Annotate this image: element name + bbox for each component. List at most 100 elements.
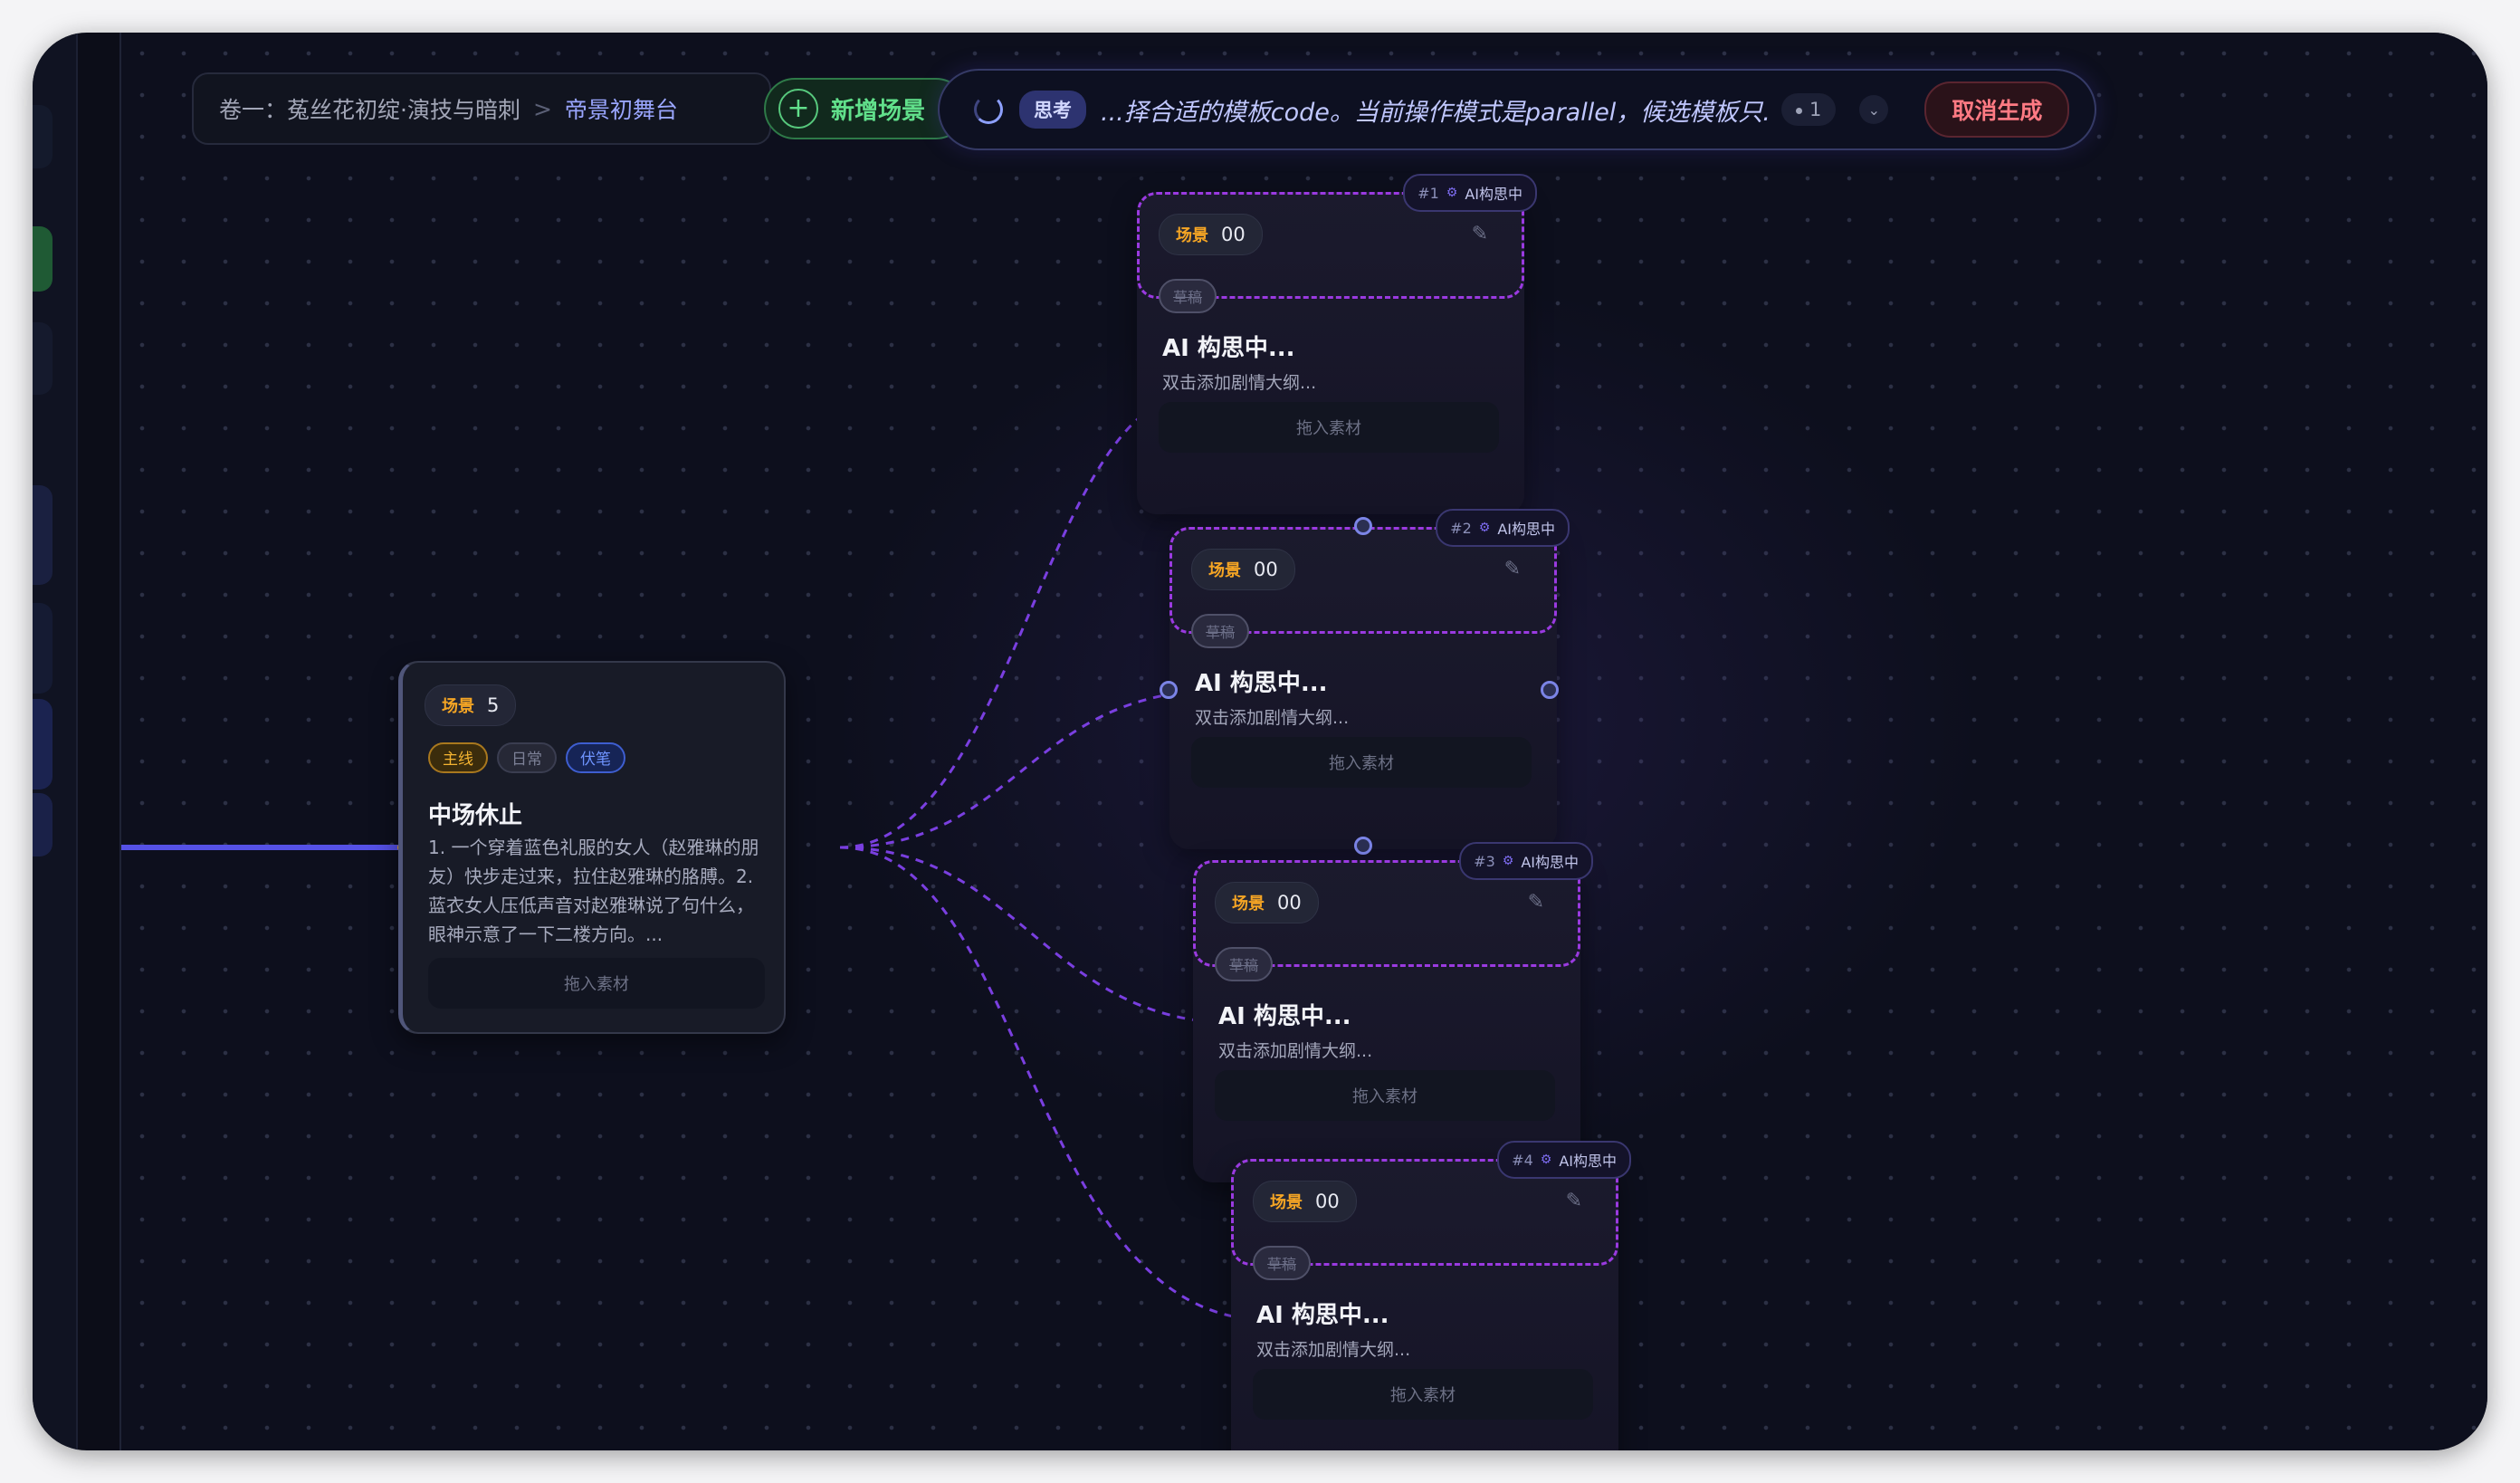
scene-number-pill: 场景 00 — [1253, 1181, 1357, 1222]
add-scene-button[interactable]: + 新增场景 — [764, 78, 967, 139]
add-scene-label: 新增场景 — [831, 97, 926, 125]
edit-pencil-icon[interactable]: ✎ — [1503, 558, 1521, 580]
scene-description: 双击添加剧情大纲... — [1218, 1041, 1373, 1061]
tag-daily[interactable]: 日常 — [497, 742, 557, 773]
edit-pencil-icon[interactable]: ✎ — [1565, 1190, 1582, 1212]
breadcrumb-separator: > — [532, 95, 552, 122]
candidate-count-badge: 1 — [1781, 93, 1837, 126]
draft-badge: 草稿 — [1191, 614, 1249, 648]
edge-to-scene-4 — [839, 846, 1268, 1322]
ai-status-badge: #2 ⚙ AI构思中 — [1436, 509, 1570, 547]
connection-handle-bottom[interactable] — [1354, 837, 1372, 855]
scene-title: AI 构思中... — [1218, 1003, 1351, 1030]
scene-title: 中场休止 — [428, 802, 523, 829]
drop-material-zone[interactable]: 拖入素材 — [1253, 1369, 1593, 1420]
scene-number-pill: 场景 00 — [1191, 549, 1295, 590]
drop-material-zone[interactable]: 拖入素材 — [428, 958, 765, 1009]
drop-material-zone[interactable]: 拖入素材 — [1191, 737, 1532, 788]
scene-card-generating-4[interactable]: #4 ⚙ AI构思中 场景 00 ✎ 草稿 AI 构思中... 双击添加剧情大纲...… — [1231, 1141, 1631, 1450]
breadcrumb: 卷一：菟丝花初绽·演技与暗刺 > 帝景初舞台 — [192, 72, 771, 145]
drop-material-zone[interactable]: 拖入素材 — [1159, 402, 1499, 453]
sidebar-item[interactable] — [33, 793, 52, 856]
scene-title: AI 构思中... — [1195, 670, 1328, 697]
scene-card-main[interactable]: 场景 5 主线日常伏笔 中场休止 1. 一个穿着蓝色礼服的女人（赵雅琳的朋友）快… — [398, 661, 786, 1034]
ai-status-badge: #3 ⚙ AI构思中 — [1459, 842, 1593, 880]
scene-description: 双击添加剧情大纲... — [1162, 373, 1317, 393]
breadcrumb-volume[interactable]: 卷一：菟丝花初绽·演技与暗刺 — [219, 97, 520, 123]
plus-icon: + — [778, 89, 818, 129]
scene-card-generating-2[interactable]: #2 ⚙ AI构思中 场景 00 ✎ 草稿 AI 构思中... 双击添加剧情大纲...… — [1160, 509, 1570, 855]
draft-badge: 草稿 — [1253, 1246, 1311, 1280]
scene-number: 00 — [1254, 559, 1278, 580]
scene-label: 场景 — [1176, 226, 1208, 245]
card-index: #1 — [1418, 184, 1439, 202]
card-index: #4 — [1512, 1151, 1533, 1169]
dot-icon — [1796, 107, 1802, 114]
ai-status-label: AI构思中 — [1559, 1153, 1617, 1170]
scene-number: 5 — [487, 694, 500, 716]
chevron-down-icon[interactable]: ⌄ — [1859, 95, 1889, 124]
scene-description: 双击添加剧情大纲... — [1195, 708, 1350, 728]
scene-number: 00 — [1315, 1191, 1340, 1212]
edit-pencil-icon[interactable]: ✎ — [1527, 891, 1544, 914]
scene-label: 场景 — [1208, 561, 1241, 580]
app-window: 卷一：菟丝花初绽·演技与暗刺 > 帝景初舞台 + 新增场景 思考 ...择合适的… — [33, 33, 2487, 1450]
ai-status-message: ...择合适的模板code。当前操作模式是parallel，候选模板只... — [1101, 98, 1771, 127]
edge-to-scene-3 — [839, 846, 1232, 1025]
ai-generating-outline — [1137, 192, 1524, 299]
sidebar-item[interactable] — [33, 105, 52, 168]
scene-outline: 1. 一个穿着蓝色礼服的女人（赵雅琳的朋友）快步走过来，拉住赵雅琳的胳膊。2. … — [428, 837, 759, 945]
connection-handle-left[interactable] — [1160, 681, 1178, 699]
breadcrumb-current[interactable]: 帝景初舞台 — [564, 97, 678, 123]
ai-generation-bar: 思考 ...择合适的模板code。当前操作模式是parallel，候选模板只..… — [938, 69, 2096, 150]
ai-status-label: AI构思中 — [1521, 854, 1579, 871]
tag-foreshadow[interactable]: 伏笔 — [566, 742, 625, 773]
connection-edges — [121, 393, 1268, 1322]
gear-icon: ⚙ — [1540, 1153, 1552, 1167]
cancel-generation-button[interactable]: 取消生成 — [1924, 81, 2070, 138]
sidebar-item[interactable] — [33, 322, 52, 395]
scene-card-generating-1[interactable]: #1 ⚙ AI构思中 场景 00 ✎ 草稿 AI 构思中... 双击添加剧情大纲...… — [1137, 174, 1537, 514]
edge-to-scene-1 — [839, 393, 1187, 849]
tag-main-plot[interactable]: 主线 — [428, 742, 488, 773]
ai-generating-outline — [1231, 1159, 1618, 1266]
ai-status-badge: #1 ⚙ AI构思中 — [1403, 174, 1537, 212]
sidebar-item[interactable] — [33, 485, 52, 585]
scene-title: AI 构思中... — [1256, 1302, 1389, 1329]
scene-title: AI 构思中... — [1162, 335, 1295, 362]
edge-to-scene-2 — [839, 688, 1225, 849]
gear-icon: ⚙ — [1502, 854, 1514, 868]
scene-label: 场景 — [442, 697, 474, 716]
ai-status-label: AI构思中 — [1497, 521, 1555, 538]
edit-pencil-icon[interactable]: ✎ — [1471, 223, 1488, 245]
draft-badge: 草稿 — [1215, 947, 1273, 981]
card-index: #2 — [1450, 519, 1472, 537]
candidate-count: 1 — [1809, 99, 1822, 120]
scene-number-pill: 场景 00 — [1215, 882, 1319, 923]
sidebar-item-active[interactable] — [33, 226, 52, 292]
connection-handle-top[interactable] — [1354, 517, 1372, 535]
drop-material-zone[interactable]: 拖入素材 — [1215, 1070, 1555, 1121]
ai-status-label: AI构思中 — [1465, 186, 1522, 203]
sidebar-item[interactable] — [33, 603, 52, 694]
draft-badge: 草稿 — [1159, 279, 1217, 313]
scene-description: 双击添加剧情大纲... — [1256, 1340, 1411, 1360]
scene-number-pill: 场景 5 — [425, 684, 517, 726]
gear-icon: ⚙ — [1478, 521, 1491, 535]
scene-card-generating-3[interactable]: #3 ⚙ AI构思中 场景 00 ✎ 草稿 AI 构思中... 双击添加剧情大纲...… — [1193, 842, 1593, 1182]
sidebar — [33, 33, 78, 1450]
scene-label: 场景 — [1270, 1193, 1303, 1212]
tag-list: 主线日常伏笔 — [428, 742, 635, 773]
gear-icon: ⚙ — [1446, 186, 1458, 200]
card-index: #3 — [1474, 852, 1495, 870]
connection-handle-right[interactable] — [1541, 681, 1559, 699]
ai-generating-outline — [1193, 860, 1580, 967]
scene-number: 00 — [1277, 892, 1302, 914]
thinking-badge[interactable]: 思考 — [1019, 91, 1086, 129]
scene-number-pill: 场景 00 — [1159, 214, 1263, 255]
scene-label: 场景 — [1232, 895, 1265, 914]
scene-number: 00 — [1221, 224, 1246, 245]
spinner-icon — [974, 95, 1003, 124]
ai-status-badge: #4 ⚙ AI构思中 — [1497, 1141, 1631, 1179]
sidebar-item[interactable] — [33, 699, 52, 789]
